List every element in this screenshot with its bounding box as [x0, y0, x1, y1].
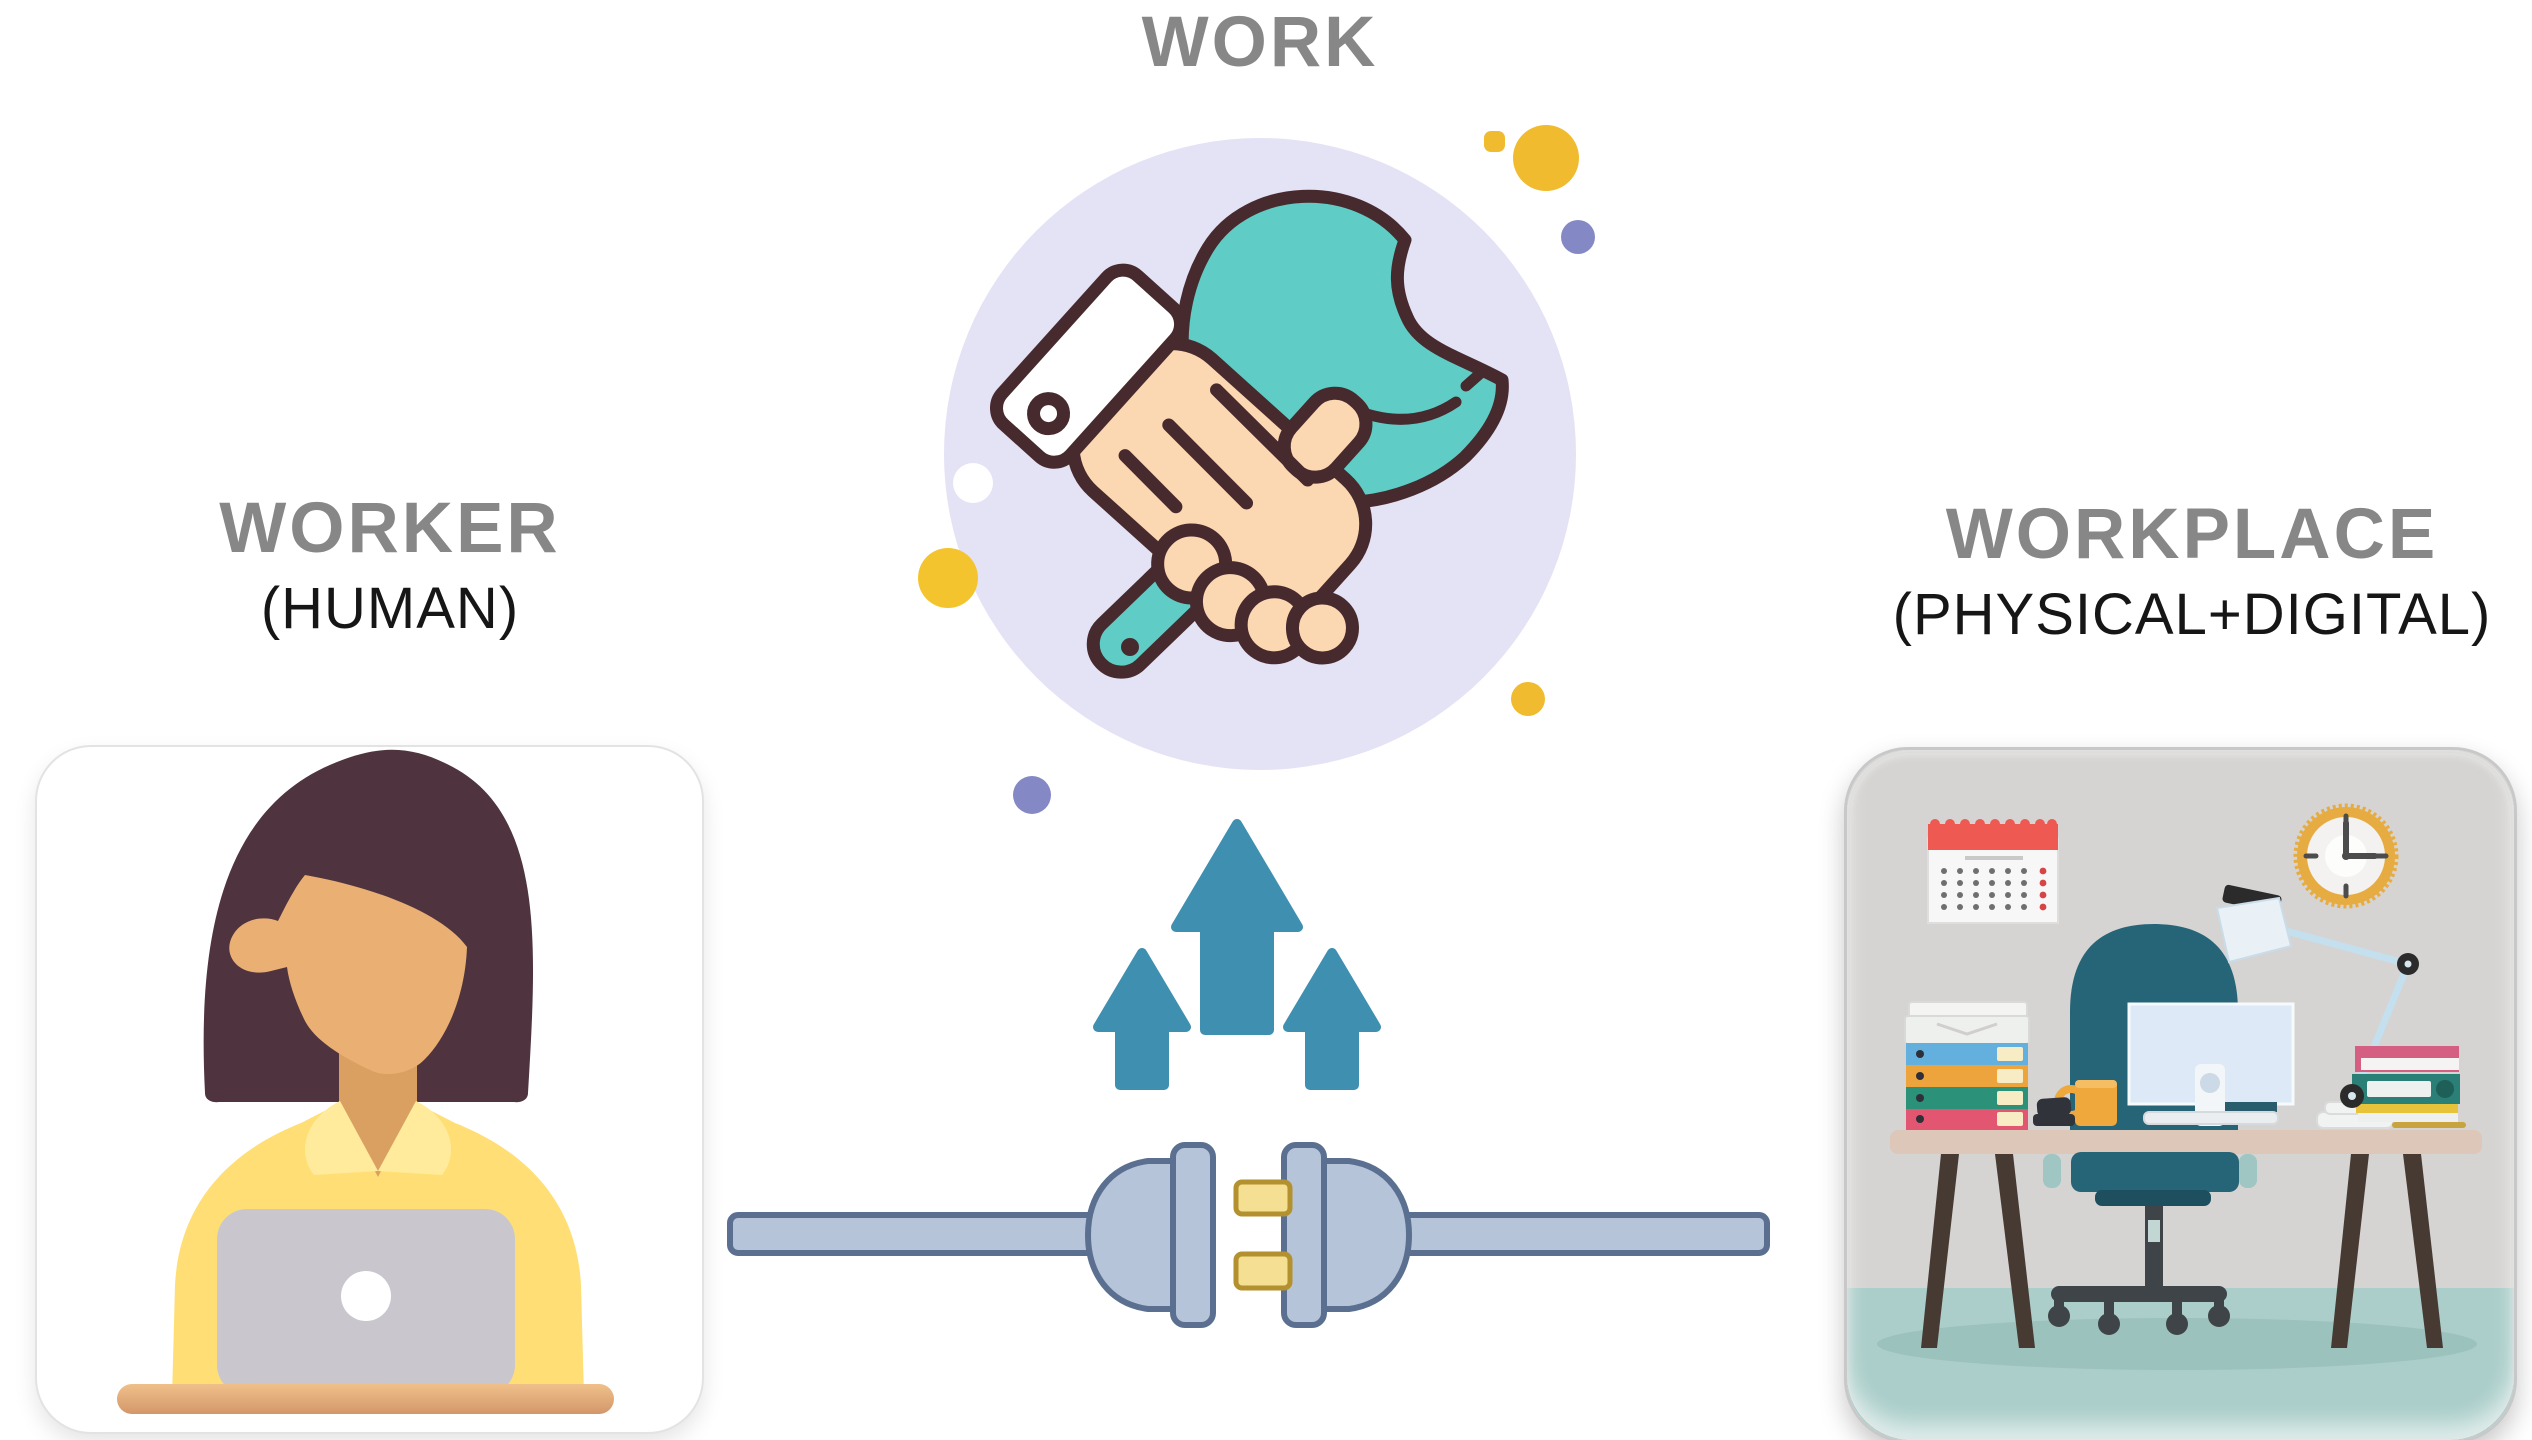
worker-title: WORKER: [219, 489, 561, 568]
plug-prongs-icon: [1233, 1179, 1293, 1291]
hand-holding-wrench-icon: [918, 125, 1595, 814]
laptop-logo-icon: [341, 1271, 391, 1321]
woman-at-laptop-illustration: [117, 749, 614, 1414]
clock-icon: [2293, 803, 2399, 909]
desk-lamp-icon: [2215, 884, 2419, 1100]
workplace-subtitle: (PHYSICAL+DIGITAL): [1892, 581, 2492, 647]
office-chair-base: [2043, 1152, 2257, 1335]
workplace-title: WORKPLACE: [1945, 495, 2439, 574]
workplace-label-block: WORKPLACE (PHYSICAL+DIGITAL): [1892, 495, 2492, 647]
desk-top: [1890, 1130, 2482, 1154]
workplace-card: [1844, 747, 2517, 1440]
desk-edge: [117, 1384, 614, 1414]
keyboard-icon: [2143, 1111, 2279, 1125]
desk-legs: [1921, 1154, 2443, 1348]
work-title: WORK: [1141, 3, 1379, 82]
worker-label-block: WORKER (HUMAN): [90, 489, 690, 641]
monitor-icon: [2127, 1002, 2295, 1126]
mug-icon: [2054, 1080, 2117, 1126]
dot-purple-bottom-icon: [1013, 776, 1051, 814]
stapler-icon: [2033, 1097, 2075, 1126]
dot-yellow-left-icon: [918, 548, 978, 608]
worker-subtitle: (HUMAN): [260, 575, 520, 641]
plug-connector-icon: [720, 1140, 1810, 1360]
dot-yellow-bottom-icon: [1511, 682, 1545, 716]
work-label-block: WORK: [900, 3, 1620, 82]
worker-card: [35, 745, 704, 1434]
dot-purple-icon: [1561, 220, 1595, 254]
dot-yellow-small-icon: [1484, 131, 1505, 152]
office-desk-illustration: [1847, 750, 2514, 1440]
book-stack-icon: [2316, 1046, 2466, 1129]
binder-stack-icon: [1904, 1001, 2030, 1130]
up-arrows-icon: [1080, 810, 1400, 1100]
dot-white-icon: [953, 463, 993, 503]
work-circle-illustration: [900, 80, 1620, 820]
dot-yellow-large-icon: [1513, 125, 1579, 191]
calendar-icon: [1927, 819, 2059, 924]
